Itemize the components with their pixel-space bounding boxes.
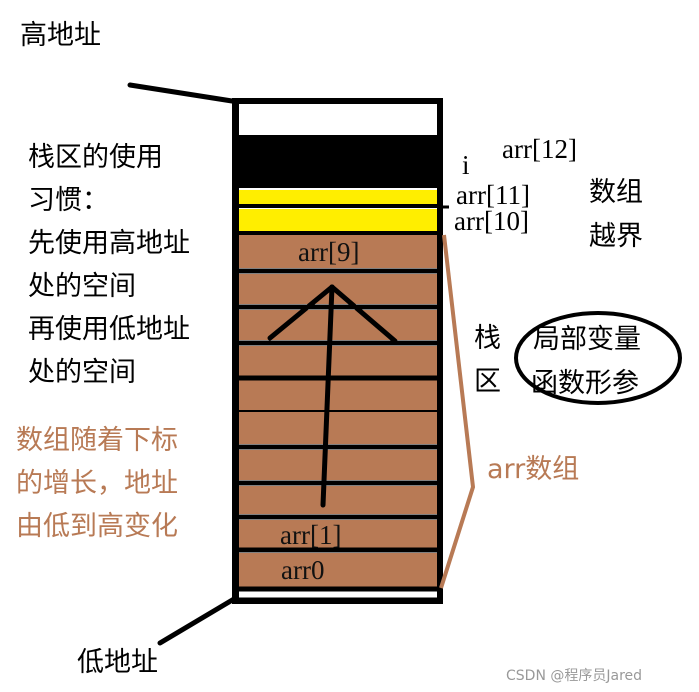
- array-growth-line: 由低到高变化: [16, 511, 178, 542]
- arr-cells: [238, 235, 438, 587]
- arr12-label: arr[12]: [502, 134, 577, 164]
- high-address-pointer: [127, 82, 235, 104]
- cell-label-arr0: arr0: [281, 555, 325, 585]
- out-of-bounds-line: 越界: [589, 221, 643, 252]
- out-of-bounds-line: 数组: [589, 177, 643, 208]
- low-address-label: 低地址: [77, 647, 158, 678]
- stack-habit-line: 处的空间: [28, 357, 136, 388]
- stack-habit-line: 栈区的使用: [28, 142, 163, 173]
- array-growth-note: 数组随着下标 的增长，地址 由低到高变化: [16, 419, 178, 548]
- i-label: i: [462, 150, 470, 180]
- cell-label-arr1: arr[1]: [280, 520, 342, 550]
- arr10-label: arr[10]: [454, 206, 529, 236]
- arr-array-bracket: [439, 234, 476, 589]
- stack-cell-black: [238, 135, 438, 188]
- stack-contents-line: 局部变量: [533, 324, 641, 355]
- stack-habit-line: 习惯：: [28, 185, 109, 216]
- arr11-label: arr[11]: [456, 180, 530, 210]
- watermark: CSDN @程序员Jared: [506, 668, 643, 684]
- up-arrow-icon: [267, 284, 398, 508]
- cell-label-arr9: arr[9]: [298, 237, 360, 267]
- low-address-pointer: [157, 596, 237, 646]
- high-address-label: 高地址: [20, 20, 101, 51]
- arr-array-label: arr数组: [487, 454, 580, 485]
- stack-region-line: 栈: [474, 323, 501, 354]
- stack-contents-line: 函数形参: [531, 368, 639, 399]
- stack-habit-line: 先使用高地址: [28, 228, 190, 259]
- array-growth-line: 的增长，地址: [16, 468, 178, 499]
- stack-habit-line: 处的空间: [28, 271, 136, 302]
- stack-cell-arr10: [238, 209, 438, 231]
- stack-habit-line: 再使用低地址: [28, 314, 190, 345]
- stack-cell-arr11: [238, 190, 438, 204]
- stack-region-line: 区: [474, 366, 501, 397]
- stack-contents-ellipse: [514, 311, 682, 405]
- array-growth-line: 数组随着下标: [16, 425, 178, 456]
- stack-habit-text: 栈区的使用 习惯： 先使用高地址 处的空间 再使用低地址 处的空间: [28, 136, 190, 394]
